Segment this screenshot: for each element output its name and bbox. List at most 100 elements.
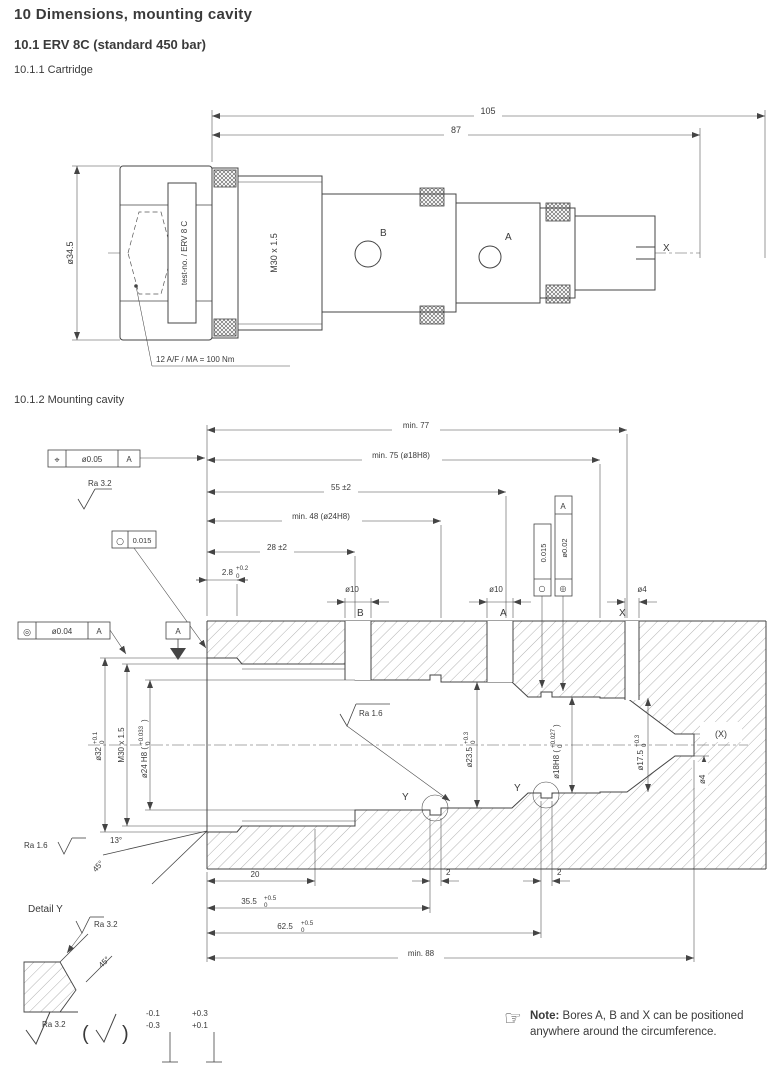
detail-y-section (23, 961, 77, 1013)
surface-finish-icon-4 (75, 916, 91, 934)
svg-text:ø17.5: ø17.5 (636, 749, 645, 770)
dim-2-8: 2.8 (222, 568, 234, 577)
edge-symbol-plus: +0.3 +0.1 (192, 1009, 222, 1063)
pointing-hand-icon: ☞ (504, 1006, 522, 1030)
frame-concentricity-right (554, 495, 573, 597)
dim-dia34-5: ø34.5 (65, 241, 75, 264)
surface-finish-icon (77, 488, 96, 510)
cartridge-bore-b (354, 240, 382, 268)
datum-a-triangle (170, 648, 186, 660)
dim-20: 20 (251, 870, 260, 879)
frame-concentricity (17, 621, 111, 640)
cavity-depth-dimensions: min. 77 min. 75 (ø18H8) 55 ±2 min. 48 (ø… (196, 420, 628, 618)
frame5-datum: A (560, 502, 566, 511)
svg-text:+0.3: +0.3 (634, 734, 641, 747)
frame1-symbol: ⌖ (54, 456, 59, 466)
seal-ring-top (213, 169, 237, 188)
cartridge-port-a-label: A (505, 232, 512, 243)
bore-a-label: A (500, 608, 507, 619)
section-title: 10.1 ERV 8C (standard 450 bar) (14, 37, 206, 52)
dim-55: 55 ±2 (331, 483, 352, 492)
svg-text:): ) (140, 719, 149, 722)
frame2-symbol: ◎ (23, 628, 31, 638)
cavity-drawing: Y Y min. 77 min. 75 (ø18H8) 55 ±2 min. 4… (17, 420, 767, 962)
dim-35-5-tu: +0.5 (264, 895, 277, 902)
dim-87: 87 (451, 125, 461, 135)
mouth-chamfer-callout: 13° 45° Ra 1.6 (24, 830, 208, 885)
cartridge-bore-a (478, 245, 502, 269)
dim-pilot-dia4-label: ø4 (698, 774, 707, 784)
dim-35-5-tl: 0 (264, 902, 268, 909)
dim-62-5: 62.5 (277, 922, 293, 931)
cartridge-nose (574, 215, 656, 291)
svg-text:+0.3: +0.3 (463, 731, 470, 744)
dim-bore-x-dia: ø4 (637, 585, 647, 594)
dim-dia17-5-label: ø17.5 +0.3 0 (634, 734, 648, 770)
dim-groove2: 2 (557, 868, 562, 877)
angle-45-label: 45° (91, 859, 106, 874)
dim-dia32-label: ø32 +0.1 0 (92, 731, 106, 761)
bore-x-label: X (619, 608, 626, 619)
svg-text:+0.1: +0.1 (92, 731, 99, 744)
svg-text:M30 x 1.5: M30 x 1.5 (117, 727, 126, 763)
dim-bore-b-dia: ø10 (345, 585, 359, 594)
hex-note-text: 12 A/F / MA = 100 Nm (156, 355, 235, 364)
detail-y2-label: Y (514, 783, 521, 794)
cartridge-thread-section (237, 175, 323, 331)
frame4-value: 0.015 (539, 544, 548, 563)
cartridge-name-plate (167, 182, 197, 324)
frame2-datum: A (96, 627, 102, 636)
other-surfaces-check-icon (95, 1013, 117, 1044)
general-roughness-icon (25, 1011, 51, 1046)
frame3-value: 0.015 (133, 536, 152, 545)
frame3-symbol: ○ (116, 537, 124, 547)
dim-bore-a-dia: ø10 (489, 585, 503, 594)
note-label: Note: (529, 1010, 560, 1022)
x-axis-label: (X) (715, 729, 727, 739)
seal-ring-bottom (213, 318, 237, 337)
backup-ring-section (211, 167, 239, 339)
svg-text:+0.033: +0.033 (138, 725, 145, 745)
svg-text:ø18H8 (: ø18H8 ( (552, 750, 561, 779)
dim-62-5-tl: 0 (301, 927, 305, 934)
frame-roundness-right (533, 523, 552, 597)
dim-min77: min. 77 (403, 421, 430, 430)
cavity-bore-dimensions: ø10 B ø10 A ø4 X (327, 585, 657, 619)
dim-dia18-label: ø18H8 ( +0.027 0 ) (550, 724, 564, 779)
dim-min48: min. 48 (ø24H8) (292, 512, 350, 521)
svg-text:ø4: ø4 (698, 774, 707, 784)
oring2-top (545, 202, 571, 222)
ra32-face-label: Ra 3.2 (88, 479, 112, 488)
svg-text:0: 0 (470, 740, 477, 744)
dim-2-8-tol-up: +0.2 (236, 565, 249, 572)
svg-text:ø32: ø32 (94, 746, 103, 760)
ra16-cone-label: Ra 1.6 (24, 841, 48, 850)
general-ra-label: Ra 3.2 (42, 1020, 66, 1029)
frame1-value: ø0.05 (82, 455, 103, 464)
svg-text:0: 0 (557, 744, 564, 748)
cavity-length-dimensions: 20 2 2 35.5 +0.5 0 62.5 +0.5 0 min. 88 (206, 760, 695, 962)
tolerance-frames: ⌖ ø0.05 A Ra 3.2 ○ 0.015 ◎ ø0.04 A A (17, 449, 573, 691)
detail-y1-label: Y (402, 792, 409, 803)
frame5-symbol: ◎ (560, 584, 567, 593)
dim-62-5-tu: +0.5 (301, 920, 314, 927)
cartridge-body-3 (539, 207, 576, 299)
oring-top (419, 187, 445, 207)
ra16-bore-callout: Ra 1.6 (339, 703, 451, 802)
cartridge-dimensions: 105 87 ø34.5 12 A/F / MA = 100 Nm (65, 106, 766, 367)
general-symbols: Ra 3.2 ( ) -0.1 -0.3 +0.3 +0.1 (25, 1009, 222, 1063)
paren-open: ( (82, 1023, 89, 1045)
frame-position (47, 449, 141, 468)
svg-text:0: 0 (145, 741, 152, 745)
subsection-cartridge: 10.1.1 Cartridge (14, 64, 93, 76)
subsection-cavity: 10.1.2 Mounting cavity (14, 394, 125, 406)
svg-text:): ) (552, 724, 561, 727)
cartridge-body-1 (321, 193, 457, 313)
cartridge-body-2 (455, 202, 541, 304)
svg-text:-0.3: -0.3 (146, 1021, 160, 1030)
oring-bottom (419, 305, 445, 325)
oring2-bottom (545, 284, 571, 304)
dim-min88: min. 88 (408, 949, 435, 958)
dim-105: 105 (480, 106, 495, 116)
